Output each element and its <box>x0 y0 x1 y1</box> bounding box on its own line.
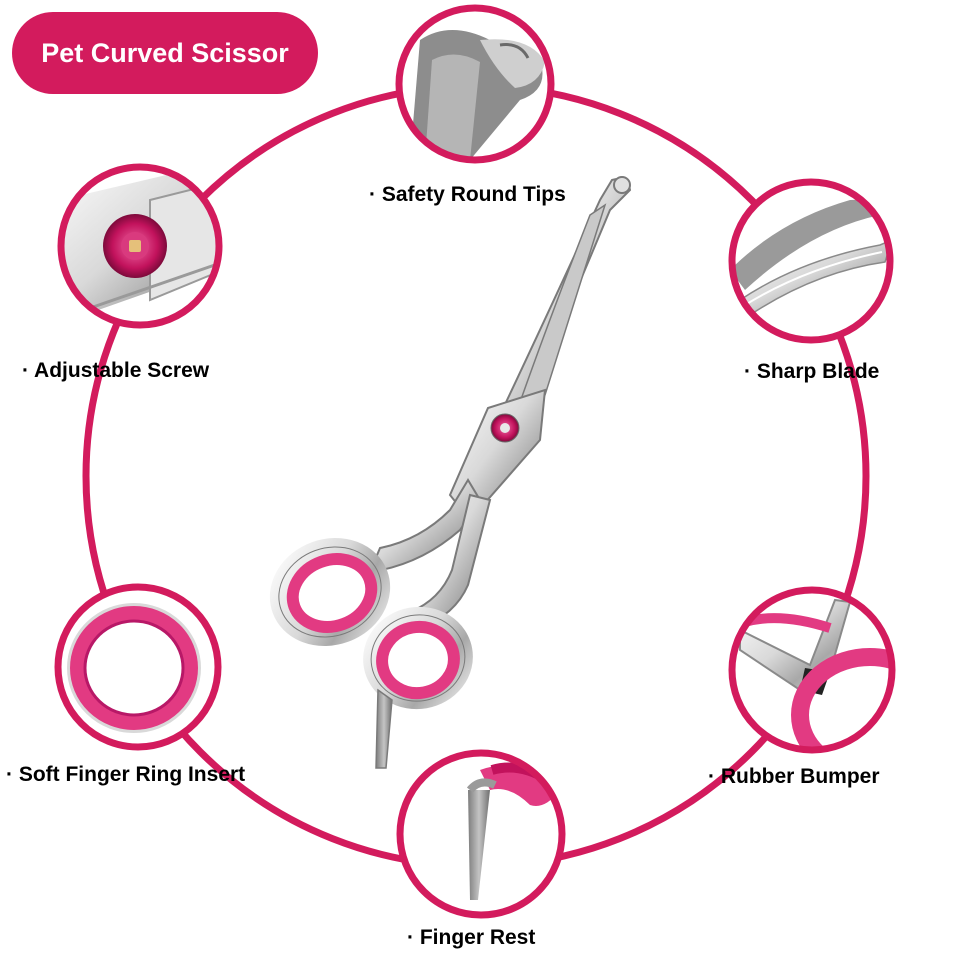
label-sharp-blade: · Sharp Blade <box>744 360 880 383</box>
detail-rubber-bumper <box>728 586 896 754</box>
detail-adjustable-screw <box>57 163 223 329</box>
detail-finger-rest <box>396 749 566 919</box>
title-text: Pet Curved Scissor <box>41 37 289 68</box>
label-soft-finger-ring-insert: · Soft Finger Ring Insert <box>6 763 246 786</box>
detail-safety-round-tips <box>395 4 555 164</box>
detail-soft-finger-ring-insert <box>54 583 222 751</box>
title-badge: Pet Curved Scissor <box>12 12 318 94</box>
label-finger-rest: · Finger Rest <box>407 926 536 949</box>
scissor-illustration <box>269 176 632 769</box>
label-safety-round-tips: · Safety Round Tips <box>369 183 566 206</box>
detail-sharp-blade <box>728 178 894 344</box>
label-rubber-bumper: · Rubber Bumper <box>708 765 880 788</box>
label-adjustable-screw: · Adjustable Screw <box>22 359 210 382</box>
